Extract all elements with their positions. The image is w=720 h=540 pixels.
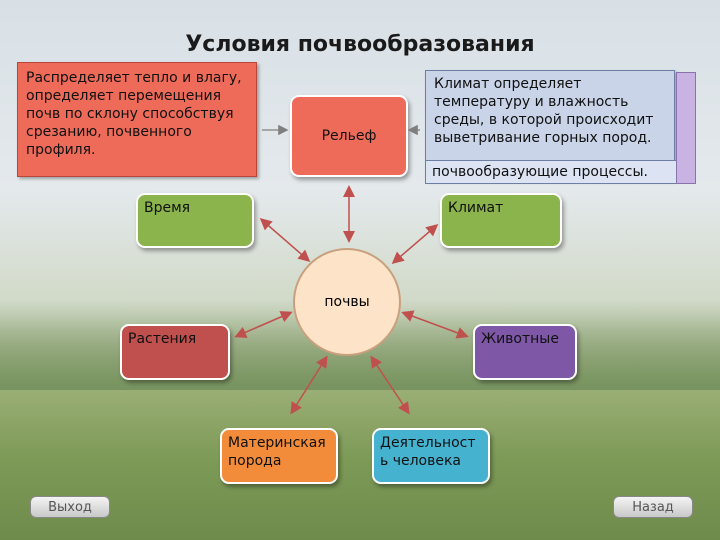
soil-circle: почвы bbox=[293, 248, 401, 356]
plants-node: Растения bbox=[120, 324, 230, 380]
parent-rock-node: Материнская порода bbox=[220, 428, 338, 484]
time-label: Время bbox=[144, 200, 191, 216]
exit-button[interactable]: Выход bbox=[30, 496, 110, 518]
climate-node: Климат bbox=[440, 193, 562, 248]
exit-button-label: Выход bbox=[48, 499, 92, 515]
arrow-time bbox=[259, 218, 311, 262]
parent-rock-label: Материнская порода bbox=[228, 435, 326, 469]
climate-note-text: Климат определяет температуру и влажност… bbox=[434, 76, 654, 146]
arrow-parent-rock bbox=[290, 355, 328, 415]
arrow-human bbox=[370, 355, 410, 415]
slide-title: Условия почвообразования bbox=[185, 32, 535, 57]
climate-note-extra-text: почвообразующие процессы. bbox=[432, 164, 648, 180]
plants-label: Растения bbox=[128, 331, 197, 347]
arrow-climate bbox=[391, 224, 439, 264]
relief-note: Распределяет тепло и влагу, определяет п… bbox=[17, 62, 257, 177]
animals-node: Животные bbox=[473, 324, 577, 380]
soil-label: почвы bbox=[324, 294, 370, 310]
climate-label: Климат bbox=[448, 200, 504, 216]
relief-label: Рельеф bbox=[321, 128, 377, 144]
human-activity-label: Деятельност ь человека bbox=[380, 435, 476, 469]
back-button[interactable]: Назад bbox=[613, 496, 693, 518]
relief-node: Рельеф bbox=[290, 95, 408, 177]
arrow-plants bbox=[234, 311, 293, 338]
climate-note-tab bbox=[676, 72, 696, 184]
relief-note-text: Распределяет тепло и влагу, определяет п… bbox=[26, 70, 242, 158]
arrow-animals bbox=[401, 310, 469, 339]
animals-label: Животные bbox=[481, 331, 559, 347]
climate-note-extra: почвообразующие процессы. bbox=[425, 160, 695, 184]
human-activity-node: Деятельност ь человека bbox=[372, 428, 490, 484]
back-button-label: Назад bbox=[632, 499, 674, 515]
time-node: Время bbox=[136, 193, 254, 248]
